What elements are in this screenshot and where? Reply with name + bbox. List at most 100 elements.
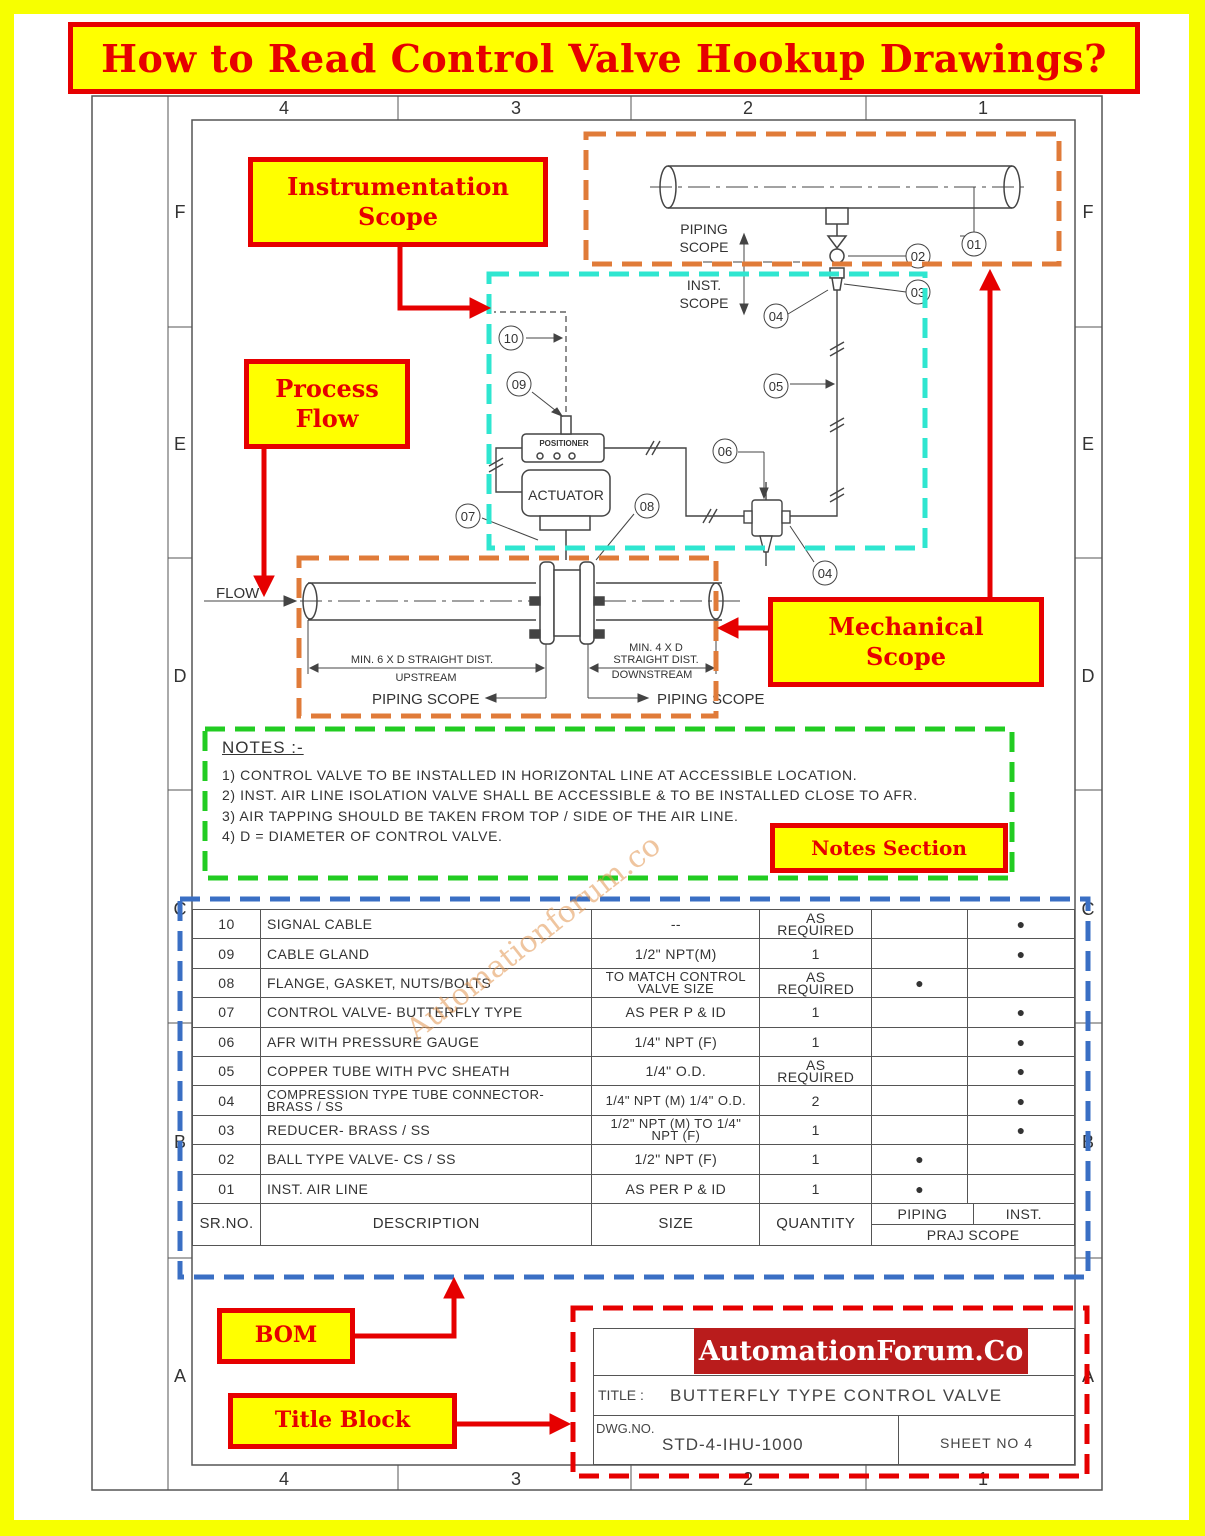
positioner-label: POSITIONER xyxy=(539,439,589,448)
row-label: A xyxy=(174,1366,186,1386)
svg-text:10: 10 xyxy=(504,331,518,346)
banner-title: How to Read Control Valve Hookup Drawing… xyxy=(68,22,1140,94)
bom-inst-scope: ● xyxy=(967,1026,1075,1057)
title-label: TITLE : xyxy=(598,1387,644,1403)
header-description: DESCRIPTION xyxy=(259,1202,593,1246)
bom-size: 1/4" NPT (F) xyxy=(591,1026,761,1057)
balloon-04-top: 04 xyxy=(763,303,789,329)
notes-section: NOTES :- 1) CONTROL VALVE TO BE INSTALLE… xyxy=(222,738,1012,847)
downstream-dim-label: MIN. 4 X D xyxy=(629,642,683,654)
col-label: 2 xyxy=(743,1469,753,1489)
bom-description: INST. AIR LINE xyxy=(259,1173,593,1204)
balloon-07: 07 xyxy=(455,503,481,529)
bom-sr: 06 xyxy=(192,1026,261,1057)
actuator xyxy=(521,469,611,560)
bom-description: FLANGE, GASKET, NUTS/BOLTS xyxy=(259,967,593,999)
air-tubing xyxy=(488,290,845,524)
note-item: 4) D = DIAMETER OF CONTROL VALVE. xyxy=(222,828,503,844)
header-praj-scope: PRAJ SCOPE xyxy=(926,1226,1020,1243)
callout-arrows xyxy=(253,246,1001,1435)
bom-size: -- xyxy=(591,908,761,940)
bom-piping-scope xyxy=(871,997,969,1028)
bom-sr: 07 xyxy=(192,997,261,1028)
bom-size: 1/4" O.D. xyxy=(591,1055,761,1087)
row-label: F xyxy=(175,202,186,222)
notes-section-callout: Notes Section xyxy=(770,823,1008,873)
downstream-label: DOWNSTREAM xyxy=(612,669,693,681)
bom-description: COMPRESSION TYPE TUBE CONNECTOR- BRASS /… xyxy=(259,1085,593,1116)
bom-size: 1/2" NPT(M) xyxy=(591,938,761,969)
bom-sr: 01 xyxy=(192,1173,261,1204)
bom-sr: 08 xyxy=(192,967,261,999)
row-label: D xyxy=(174,666,187,686)
mechanical-scope-box-bottom xyxy=(296,555,719,719)
bom-piping-scope xyxy=(871,1114,969,1146)
bom-inst-scope: ● xyxy=(967,1114,1075,1146)
bom-size: 1/2" NPT (F) xyxy=(591,1144,761,1175)
process-pipe xyxy=(300,561,740,645)
bom-sr: 10 xyxy=(192,908,261,940)
bom-quantity: AS REQUIRED xyxy=(759,908,873,940)
col-label: 4 xyxy=(279,1469,289,1489)
balloon-05: 05 xyxy=(763,373,789,399)
flow-arrow xyxy=(204,595,298,607)
svg-text:07: 07 xyxy=(461,509,475,524)
bom-size: AS PER P & ID xyxy=(591,997,761,1028)
note-item: 1) CONTROL VALVE TO BE INSTALLED IN HORI… xyxy=(222,766,858,783)
piping-scope-label: PIPING xyxy=(680,221,727,237)
title-block-callout: Title Block xyxy=(228,1393,457,1449)
bom-quantity: AS REQUIRED xyxy=(759,1055,873,1087)
svg-text:09: 09 xyxy=(512,377,526,392)
bom-quantity: 1 xyxy=(759,938,873,969)
title-block-box xyxy=(570,1305,1090,1479)
bom-quantity: 1 xyxy=(759,1026,873,1057)
instrumentation-scope-box xyxy=(486,271,928,551)
col-label: 3 xyxy=(511,98,521,118)
header-size: SIZE xyxy=(591,1202,761,1246)
bom-description: REDUCER- BRASS / SS xyxy=(259,1114,593,1146)
bom-size: TO MATCH CONTROL VALVE SIZE xyxy=(591,967,761,999)
balloon-08: 08 xyxy=(634,493,660,519)
afr-regulator xyxy=(743,482,791,566)
bom-inst-scope: ● xyxy=(967,908,1075,940)
header-piping: PIPING xyxy=(872,1203,974,1224)
dimension-lines xyxy=(307,620,717,703)
svg-text:08: 08 xyxy=(640,499,654,514)
row-label: E xyxy=(174,434,186,454)
piping-scope-label: SCOPE xyxy=(679,239,728,255)
col-label: 4 xyxy=(279,98,289,118)
bom-inst-scope: ● xyxy=(967,997,1075,1028)
piping-scope-right: PIPING SCOPE xyxy=(657,691,765,708)
balloon-04-bottom: 04 xyxy=(812,560,838,586)
bom-quantity: 1 xyxy=(759,1114,873,1146)
inst-scope-label: SCOPE xyxy=(679,295,728,311)
brand-logo: AutomationForum.Co xyxy=(694,1328,1028,1374)
inst-scope-label: INST. xyxy=(687,277,721,293)
balloon-09: 09 xyxy=(506,371,532,397)
bom-sr: 03 xyxy=(192,1114,261,1146)
bom-size: 1/2" NPT (M) TO 1/4" NPT (F) xyxy=(591,1114,761,1146)
bom-quantity: 1 xyxy=(759,997,873,1028)
header-sr: SR.NO. xyxy=(192,1202,261,1246)
bom-description: BALL TYPE VALVE- CS / SS xyxy=(259,1144,593,1175)
bom-piping-scope xyxy=(871,908,969,940)
bom-quantity: 1 xyxy=(759,1144,873,1175)
piping-scope-left: PIPING SCOPE xyxy=(372,691,480,708)
balloon-06: 06 xyxy=(712,438,738,464)
bom-inst-scope: ● xyxy=(967,1085,1075,1116)
bom-description: COPPER TUBE WITH PVC SHEATH xyxy=(259,1055,593,1087)
col-label: 1 xyxy=(978,1469,988,1489)
balloon-10: 10 xyxy=(498,325,524,351)
flow-label: FLOW xyxy=(216,585,260,602)
header-quantity: QUANTITY xyxy=(759,1202,873,1246)
